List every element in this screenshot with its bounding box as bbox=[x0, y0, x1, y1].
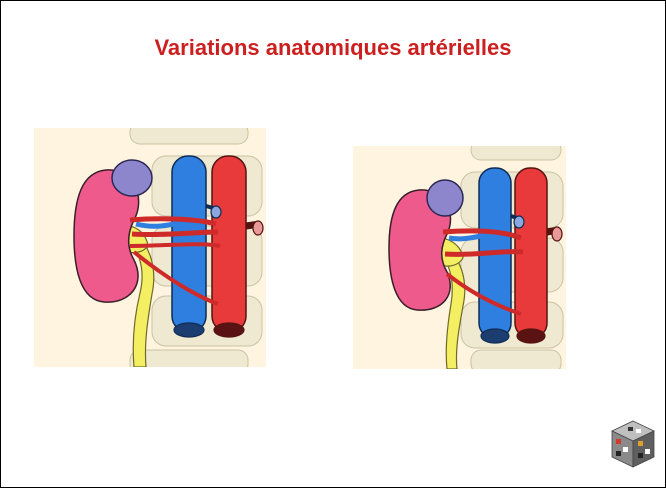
vertebra bbox=[471, 350, 561, 369]
cube-logo-icon bbox=[610, 419, 656, 469]
adrenal-gland bbox=[112, 160, 152, 196]
vertebra bbox=[471, 146, 561, 160]
kidney-diagram-left bbox=[34, 128, 266, 367]
kidney-diagram-right bbox=[353, 146, 566, 369]
vertebra bbox=[130, 350, 248, 367]
vertebra bbox=[130, 128, 248, 144]
adrenal-gland bbox=[427, 180, 463, 216]
slide-title: Variations anatomiques artérielles bbox=[1, 35, 665, 61]
